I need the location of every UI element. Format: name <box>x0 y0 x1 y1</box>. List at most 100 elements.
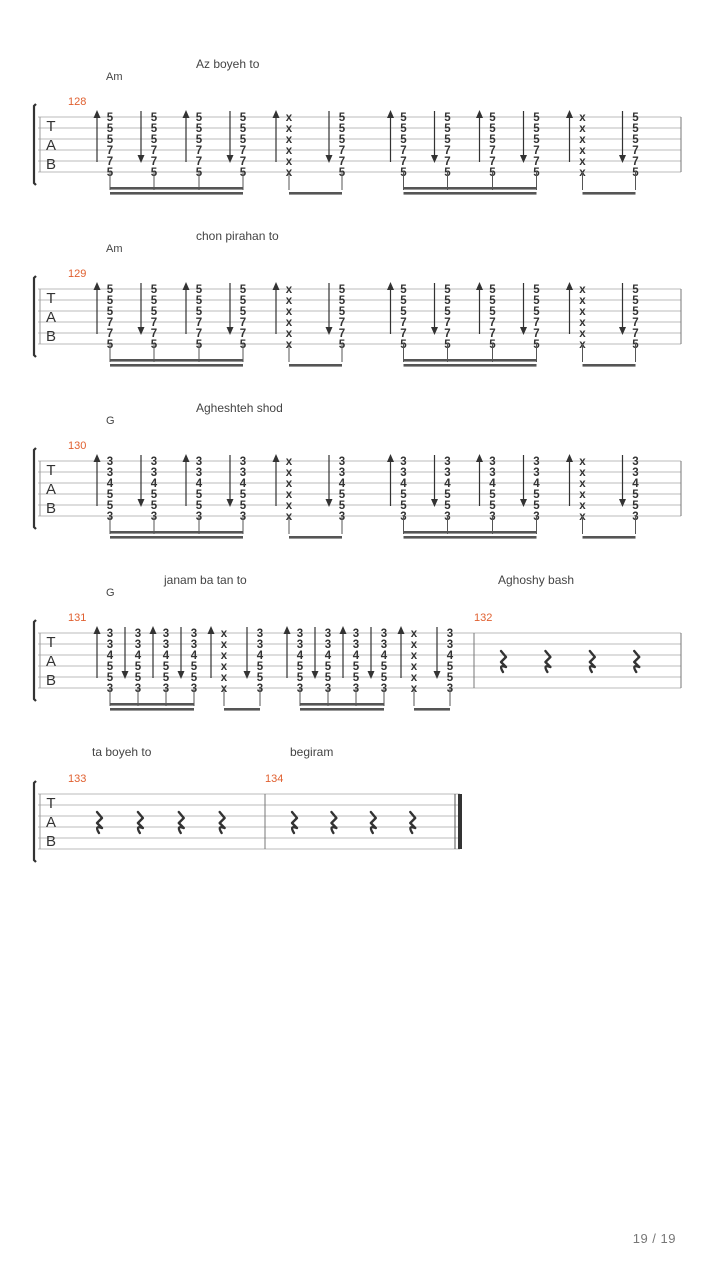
strum-down-arrow <box>520 499 527 507</box>
fret-number: 7 <box>489 156 495 168</box>
fret-number: 5 <box>107 123 114 135</box>
fret-number: 7 <box>240 328 246 340</box>
fret-number: 7 <box>240 145 246 157</box>
lyric-text: Agheshteh shod <box>196 401 283 415</box>
beam <box>300 708 384 711</box>
fret-number: x <box>579 112 586 124</box>
strum-down-arrow <box>137 499 145 507</box>
fret-number: 5 <box>400 489 407 501</box>
beam <box>110 192 243 195</box>
tab-clef-letter: A <box>46 814 56 831</box>
quarter-rest <box>290 810 299 835</box>
fret-number: x <box>221 650 228 662</box>
strum-down-arrow <box>137 327 145 335</box>
strum-up-arrow <box>149 626 157 634</box>
fret-number: 5 <box>533 500 540 512</box>
fret-number: 7 <box>107 145 113 157</box>
fret-number: 4 <box>107 478 114 490</box>
fret-number: x <box>286 478 293 490</box>
fret-number: 5 <box>325 661 332 673</box>
fret-number: 7 <box>240 156 246 168</box>
fret-number: 3 <box>447 639 453 651</box>
fret-number: 5 <box>151 489 158 501</box>
chord-name: G <box>106 587 115 599</box>
strum-down-arrow <box>433 671 441 679</box>
fret-number: 7 <box>196 317 202 329</box>
strum-up-arrow <box>93 282 101 290</box>
beam <box>403 531 537 534</box>
fret-number: 5 <box>297 672 304 684</box>
strum-up-arrow <box>93 110 101 118</box>
beam <box>289 364 342 367</box>
fret-number: x <box>579 156 586 168</box>
fret-number: 5 <box>240 295 247 307</box>
fret-number: 5 <box>339 112 346 124</box>
fret-number: x <box>221 639 228 651</box>
quarter-rest <box>499 649 508 674</box>
fret-number: x <box>579 284 586 296</box>
strum-down-arrow <box>177 671 185 679</box>
fret-number: 5 <box>400 306 407 318</box>
final-bar-thick <box>458 794 462 849</box>
fret-number: 4 <box>151 478 158 490</box>
lyric-text: ta boyeh to <box>92 745 152 759</box>
fret-number: 7 <box>107 317 113 329</box>
fret-number: 3 <box>191 639 197 651</box>
fret-number: 7 <box>444 328 450 340</box>
fret-number: 7 <box>533 145 539 157</box>
strum-down-arrow <box>520 155 527 163</box>
fret-number: 3 <box>135 628 141 640</box>
fret-number: 5 <box>257 661 264 673</box>
fret-number: 4 <box>400 478 407 490</box>
strum-down-arrow <box>243 671 251 679</box>
fret-number: x <box>221 672 228 684</box>
fret-number: 5 <box>163 672 170 684</box>
fret-number: 4 <box>339 478 346 490</box>
beam <box>403 536 537 539</box>
strum-down-arrow <box>619 327 626 335</box>
fret-number: 7 <box>339 317 345 329</box>
beam <box>582 192 636 195</box>
strum-down-arrow <box>226 499 234 507</box>
fret-number: 3 <box>163 628 169 640</box>
fret-number: 5 <box>240 500 247 512</box>
fret-number: 7 <box>400 317 406 329</box>
fret-number: 4 <box>381 650 388 662</box>
strum-up-arrow <box>272 110 280 118</box>
strum-up-arrow <box>566 282 573 290</box>
fret-number: 4 <box>353 650 360 662</box>
fret-number: 3 <box>297 628 303 640</box>
fret-number: 5 <box>240 123 247 135</box>
fret-number: 3 <box>240 467 246 479</box>
fret-number: 3 <box>447 628 453 640</box>
fret-number: 3 <box>489 456 495 468</box>
strum-up-arrow <box>387 454 394 462</box>
strum-up-arrow <box>283 626 291 634</box>
fret-number: 5 <box>632 284 639 296</box>
strum-up-arrow <box>182 282 190 290</box>
strum-down-arrow <box>325 499 333 507</box>
beam <box>403 359 537 362</box>
fret-number: 7 <box>489 145 495 157</box>
lyric-text: begiram <box>290 745 333 759</box>
fret-number: 5 <box>533 284 540 296</box>
fret-number: 7 <box>444 317 450 329</box>
strum-down-arrow <box>137 155 145 163</box>
strum-up-arrow <box>476 110 483 118</box>
fret-number: 5 <box>240 284 247 296</box>
fret-number: 3 <box>257 628 263 640</box>
fret-number: 3 <box>191 628 197 640</box>
measure: 133 <box>68 773 226 835</box>
beam <box>224 708 260 711</box>
fret-number: 5 <box>444 500 451 512</box>
fret-number: 5 <box>107 112 114 124</box>
fret-number: 5 <box>240 134 247 146</box>
quarter-rest <box>95 810 104 835</box>
fret-number: 3 <box>240 456 246 468</box>
fret-number: 5 <box>632 295 639 307</box>
fret-number: 5 <box>489 306 496 318</box>
fret-number: 4 <box>240 478 247 490</box>
fret-number: 5 <box>400 112 407 124</box>
fret-number: 4 <box>533 478 540 490</box>
beam <box>110 531 243 534</box>
